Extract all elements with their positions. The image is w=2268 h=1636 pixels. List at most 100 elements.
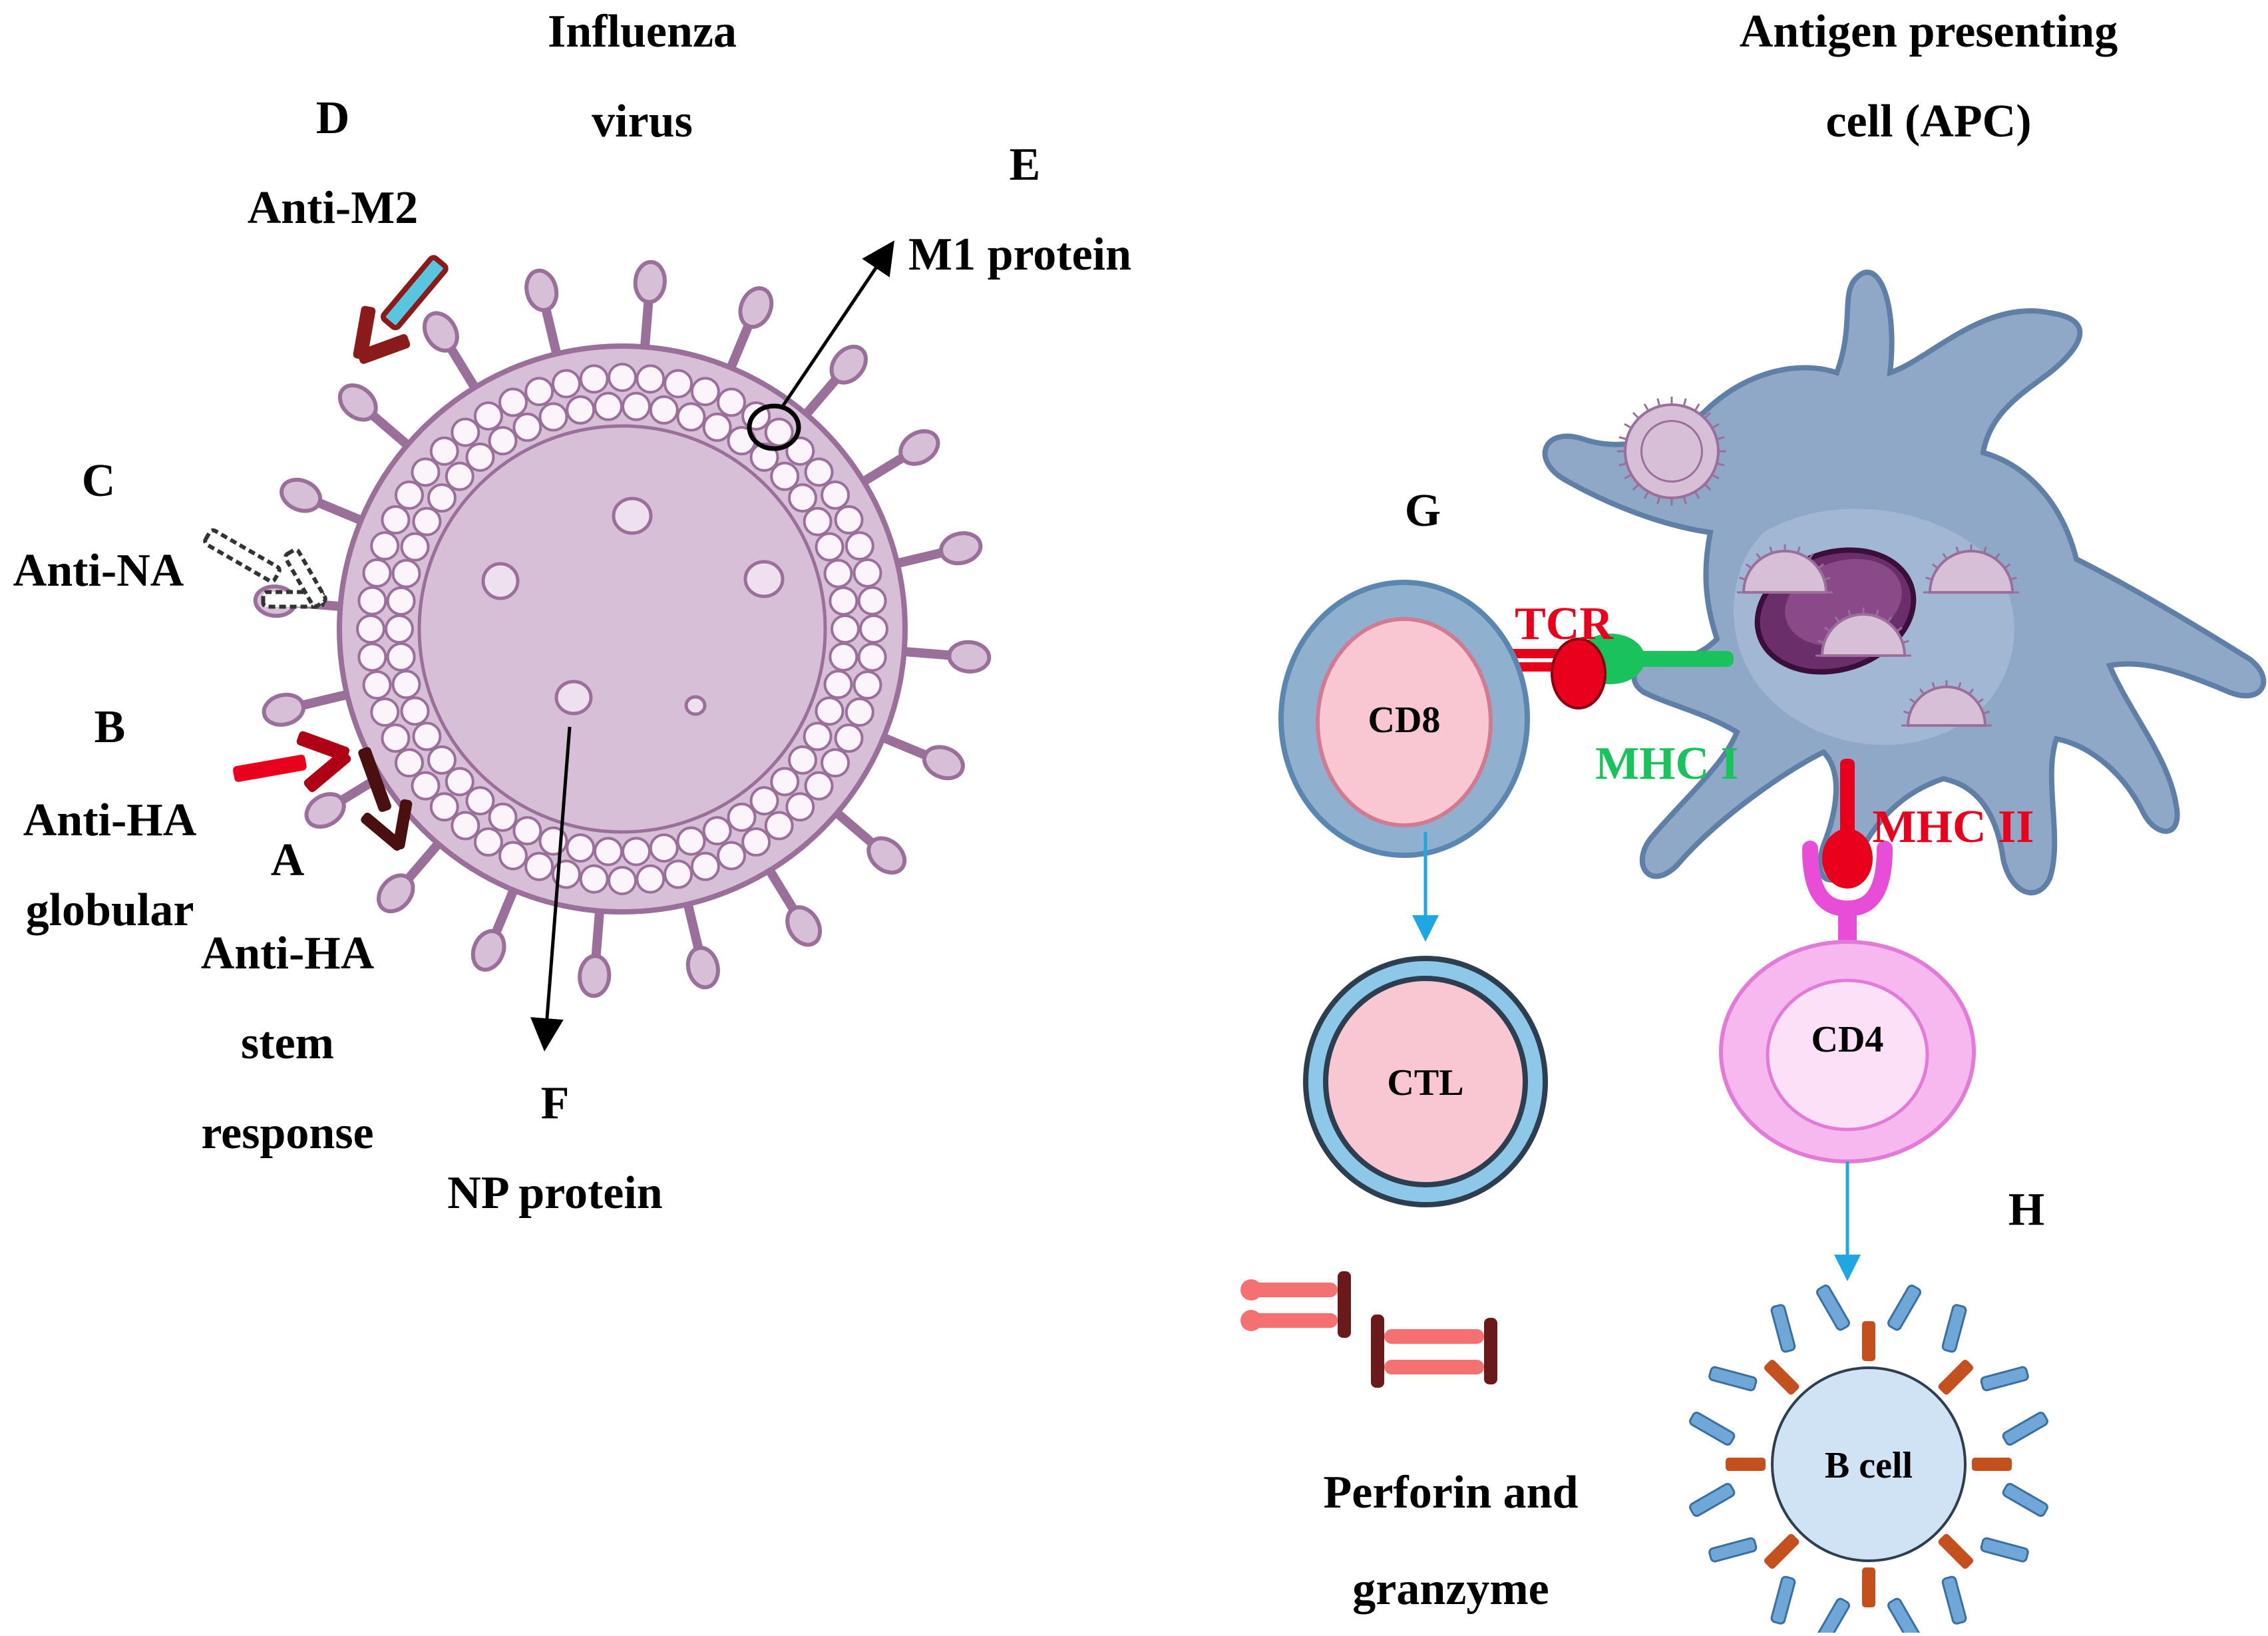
lipid-bead: [427, 745, 457, 775]
panel-c-label: Anti-NA: [13, 545, 184, 596]
bcr-antibody: [1816, 1567, 1921, 1636]
internalized-virus-icon: [1617, 397, 1726, 506]
lipid-bead: [465, 442, 495, 472]
lipid-bead: [823, 558, 853, 588]
lipid-bead: [834, 723, 864, 753]
lipid-bead: [357, 586, 387, 616]
virus-title-line2: virus: [592, 96, 693, 147]
np-arrow: [530, 726, 572, 1052]
lipid-bead: [663, 859, 693, 889]
lipid-bead: [821, 748, 850, 778]
apc-cell: [1542, 270, 2267, 896]
lipid-bead: [381, 505, 411, 534]
lipid-bead: [593, 837, 623, 867]
lipid-bead: [427, 483, 457, 513]
lipid-bead: [785, 792, 815, 822]
lipid-bead: [859, 614, 888, 644]
lipid-bead: [386, 642, 416, 672]
bcell-label: B cell: [1825, 1445, 1913, 1486]
lipid-bead: [394, 480, 424, 510]
mhc1-stalk: [1630, 651, 1734, 667]
anti-na-antibody: [203, 528, 327, 609]
virus-spike-head: [939, 531, 983, 566]
lipid-bead: [538, 402, 568, 432]
apc-title-line2: cell (APC): [1825, 96, 2031, 147]
lipid-bead: [411, 457, 441, 487]
lipid-bead: [566, 395, 596, 425]
virus-spike-head: [633, 260, 667, 304]
lipid-bead: [804, 771, 834, 801]
lipid-bead: [764, 811, 794, 841]
lipid-bead: [852, 670, 882, 700]
virus-spike-head: [738, 286, 774, 329]
lipid-bead: [551, 369, 581, 399]
lipid-bead: [473, 827, 503, 857]
lipid-bead: [512, 412, 542, 442]
panel-h-letter: H: [2008, 1184, 2044, 1235]
lipid-bead: [821, 480, 850, 510]
lipid-bead: [524, 377, 554, 407]
virus-spike-head: [304, 792, 346, 829]
panel-a-letter: A: [271, 835, 305, 886]
lipid-bead: [770, 767, 800, 797]
lipid-bead: [717, 841, 747, 871]
lipid-bead: [566, 833, 596, 863]
lipid-bead: [788, 745, 818, 775]
lipid-bead: [803, 721, 833, 751]
lipid-bead: [370, 531, 400, 561]
lipid-bead: [770, 461, 800, 491]
lipid-bead: [362, 558, 392, 588]
tcr-mhc1-complex: [1505, 634, 1734, 710]
lipid-bead: [473, 401, 503, 431]
lipid-bead: [498, 841, 528, 871]
bcr-antibody: [1938, 1304, 2029, 1395]
bcr-antibody: [1972, 1412, 2048, 1517]
tcr-label: TCR: [1515, 598, 1614, 650]
lipid-bead: [702, 412, 732, 442]
lipid-bead: [845, 697, 874, 727]
lipid-bead: [834, 505, 864, 534]
cd8-t-cell: [1278, 580, 1530, 858]
lipid-bead: [362, 670, 392, 700]
panel-a-label-line3: response: [201, 1108, 373, 1159]
panel-d-letter: D: [316, 93, 350, 144]
lipid-bead: [788, 483, 818, 513]
lipid-bead: [636, 364, 665, 394]
m1-protein-marker: [747, 403, 801, 451]
apc-internalized-viruses: [1617, 397, 2019, 727]
lipid-bead: [445, 461, 474, 491]
lipid-bead: [852, 558, 882, 588]
panel-f-letter: F: [541, 1078, 570, 1129]
lipid-bead: [451, 417, 480, 447]
perforin-label-line1: Perforin and: [1323, 1467, 1578, 1518]
ctl-label: CTL: [1387, 1062, 1463, 1104]
virus-spike-head: [280, 477, 323, 513]
lipid-bead: [649, 833, 679, 863]
mhc1-label: MHC I: [1595, 738, 1739, 789]
lipid-bead: [400, 532, 430, 562]
lipid-bead: [394, 748, 424, 778]
lipid-bead: [386, 586, 416, 616]
lipid-bead: [391, 558, 421, 588]
lipid-bead: [857, 642, 887, 672]
perforin-molecule-2: [1371, 1315, 1497, 1388]
cd4-t-cell: [1719, 940, 1976, 1163]
lipid-bead: [593, 391, 623, 421]
panel-b-label-line1: Anti-HA: [23, 795, 197, 846]
lipid-bead: [690, 851, 720, 881]
lipid-bead: [579, 864, 609, 894]
lipid-bead: [749, 786, 779, 816]
lipid-bead: [702, 816, 732, 846]
lipid-bead: [608, 363, 637, 392]
lipid-bead: [411, 771, 441, 801]
lipid-bead: [845, 531, 874, 561]
cd4-label: CD4: [1811, 1019, 1884, 1060]
internalized-virus-icon: [1815, 608, 1911, 657]
lipid-bead: [512, 816, 542, 846]
virus-rnp-vesicles: [481, 497, 785, 716]
virus-spike-head: [471, 928, 506, 972]
lipid-bead: [823, 670, 853, 700]
lipid-bead: [741, 827, 771, 857]
bcr-antibody: [1938, 1534, 2029, 1625]
panel-f-label: NP protein: [447, 1167, 662, 1219]
